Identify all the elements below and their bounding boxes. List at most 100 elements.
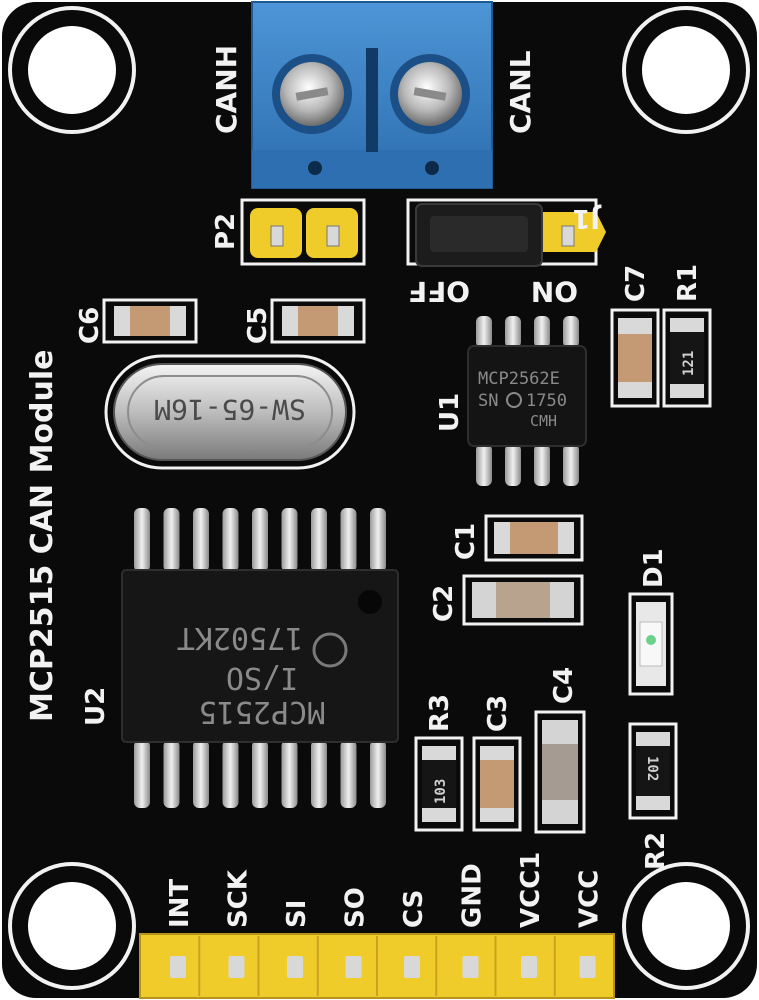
pin-label-sck: SCK: [224, 869, 254, 928]
r1-value: 121: [681, 351, 697, 376]
header-pin: [521, 956, 537, 978]
header-pin: [345, 956, 362, 978]
pin-label-so: SO: [341, 887, 371, 928]
chip-pin: [252, 740, 268, 808]
r3-label: R3: [425, 694, 455, 732]
u2-microchip-logo-icon: [312, 632, 348, 668]
c2-label: C2: [429, 585, 459, 622]
capacitor-c2: [462, 574, 584, 626]
chip-pin: [563, 444, 579, 486]
pin-label-int: INT: [165, 879, 195, 928]
crystal-oscillator: [104, 354, 356, 470]
pin-label-si: SI: [282, 900, 312, 928]
resistor-r3: [414, 736, 464, 832]
capacitor-c1: [484, 514, 584, 562]
chip-pin: [252, 508, 268, 572]
board-title: MCP2515 CAN Module: [25, 349, 60, 722]
j1-jumper: [406, 198, 606, 267]
r2-label: R2: [641, 832, 671, 870]
chip-pin: [163, 740, 180, 808]
c4-label: C4: [549, 667, 579, 704]
chip-pin: [222, 508, 239, 572]
header-pin: [170, 956, 186, 978]
u1-marking-4: CMH: [530, 412, 557, 430]
pin-label-vcc1: VCC1: [516, 852, 546, 928]
chip-u2: [121, 508, 399, 808]
mounting-hole-bottom-left: [8, 862, 136, 990]
chip-pin: [163, 508, 180, 572]
chip-pin: [340, 740, 357, 808]
chip-pin: [370, 740, 386, 808]
header-divider: [553, 936, 556, 996]
header-divider: [494, 936, 497, 996]
u2-marking-1: 17502KT: [177, 620, 303, 655]
c3-label: C3: [483, 695, 513, 732]
chip-pin: [134, 740, 150, 808]
canh-label: CANH: [210, 45, 243, 134]
chip-pin: [193, 740, 209, 808]
chip-pin: [534, 444, 550, 486]
chip-pin: [534, 316, 550, 348]
header-pin: [228, 956, 245, 978]
header-divider: [198, 936, 201, 996]
p2-label: P2: [211, 213, 241, 250]
chip-pin: [222, 740, 239, 808]
microchip-logo-icon: [506, 392, 522, 408]
capacitor-c5: [270, 298, 366, 344]
chip-pin: [370, 508, 386, 572]
resistor-r1: [662, 308, 712, 408]
pin-labels: INT SCK SI SO CS GND VCC1 VCC: [165, 852, 605, 928]
chip-pin: [563, 316, 579, 348]
pin-label-cs: CS: [399, 890, 429, 928]
chip-pin: [311, 508, 327, 572]
r2-value: 102: [644, 756, 660, 781]
c1-label: C1: [451, 523, 481, 560]
header-pin: [287, 956, 303, 978]
chip-pin: [281, 508, 298, 572]
capacitor-c4: [534, 710, 586, 834]
screw-terminal: [251, 1, 493, 189]
header-pin: [462, 956, 479, 978]
header-pin: [579, 956, 596, 978]
c6-label: C6: [75, 307, 105, 344]
chip-pin: [476, 316, 492, 348]
u1-marking-2: SN: [478, 391, 498, 411]
c7-label: C7: [621, 265, 651, 302]
chip-pin: [311, 740, 327, 808]
on-label: ON: [531, 275, 578, 308]
r3-value: 103: [433, 779, 449, 804]
header-pin: [404, 956, 420, 978]
capacitor-c6: [102, 298, 198, 344]
capacitor-c7: [610, 308, 660, 408]
mounting-hole-top-left: [8, 6, 136, 134]
chip-pin: [505, 316, 521, 348]
resistor-r2: [628, 722, 678, 820]
chip-pin: [281, 740, 298, 808]
d1-label: D1: [639, 548, 669, 588]
p2-header: [240, 198, 366, 266]
chip-pin: [340, 508, 357, 572]
crystal-marking: SW-65-16M: [154, 393, 306, 426]
u1-marking-1: MCP2562E: [478, 369, 560, 389]
u2-marking-3: MCP2515: [199, 694, 325, 729]
u1-marking-3: 1750: [526, 391, 567, 411]
led-icon: [646, 635, 656, 645]
pin-label-gnd: GND: [458, 863, 488, 928]
chip-u1: [467, 316, 587, 486]
u1-label: U1: [435, 393, 465, 432]
chip-pin: [193, 508, 209, 572]
led-d1: [628, 592, 674, 696]
pin-label-vcc: VCC: [575, 870, 605, 928]
header-divider: [316, 936, 319, 996]
mounting-hole-bottom-right: [622, 862, 750, 990]
off-label: OFF: [408, 275, 470, 308]
u2-marking-2: I/SO: [226, 660, 298, 695]
mounting-hole-top-right: [622, 6, 750, 134]
r1-label: R1: [673, 264, 703, 302]
capacitor-c3: [472, 736, 522, 832]
canl-label: CANL: [504, 50, 537, 134]
u2-label: U2: [81, 687, 111, 726]
chip-pin: [476, 444, 492, 486]
header-divider: [257, 936, 260, 996]
